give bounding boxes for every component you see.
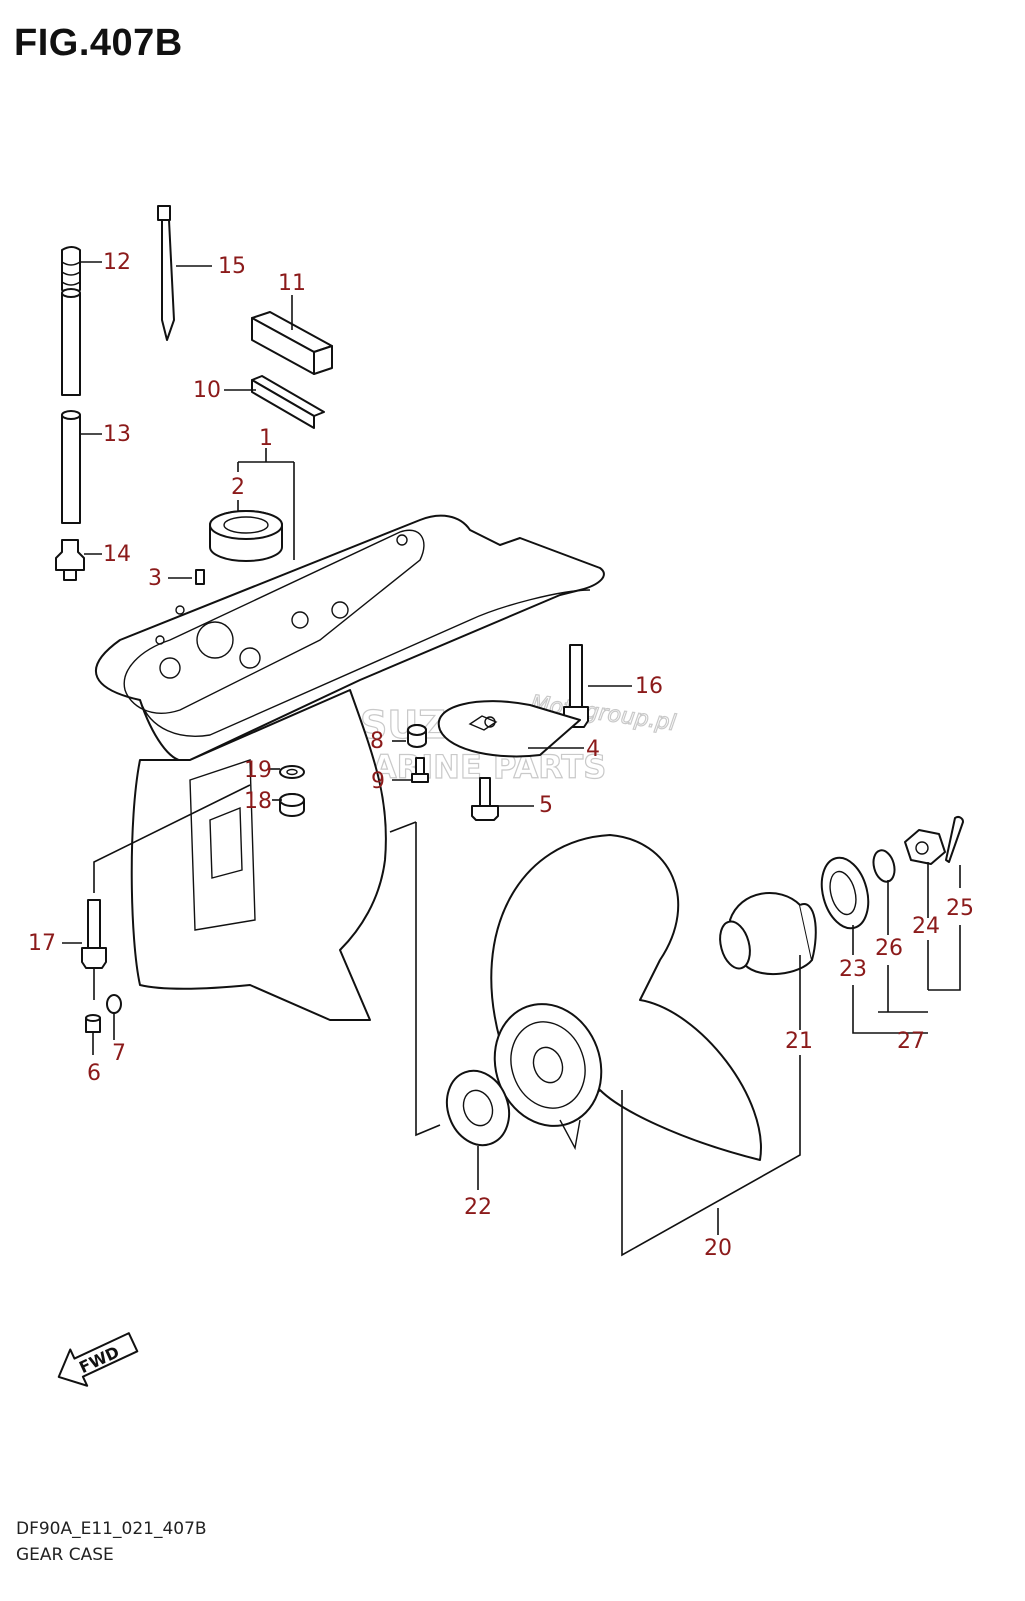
- block-part: [251, 311, 333, 375]
- cable-tie-part: [157, 205, 175, 341]
- callout-13: 13: [103, 422, 131, 447]
- callout-22: 22: [464, 1195, 492, 1220]
- stud-part: [563, 644, 589, 728]
- large-washer-part: [820, 856, 870, 930]
- callout-26: 26: [875, 936, 903, 961]
- callout-25: 25: [946, 896, 974, 921]
- cotter-pin-part: [945, 816, 964, 863]
- callout-19: 19: [244, 758, 272, 783]
- gear-case-body: [94, 514, 605, 1021]
- figure-name: GEAR CASE: [16, 1545, 114, 1565]
- pin-part: [195, 569, 205, 585]
- spring-part: [61, 246, 81, 294]
- gasket-part: [106, 994, 122, 1014]
- page-title: FIG.407B: [14, 22, 183, 64]
- callout-4: 4: [586, 737, 600, 762]
- callout-27: 27: [897, 1029, 925, 1054]
- fitting-part: [55, 539, 85, 581]
- figure-code: DF90A_E11_021_407B: [16, 1519, 207, 1539]
- callout-6: 6: [87, 1061, 101, 1086]
- callout-11: 11: [278, 271, 306, 296]
- callout-18: 18: [244, 789, 272, 814]
- callout-15: 15: [218, 254, 246, 279]
- callout-21: 21: [785, 1029, 813, 1054]
- watermark-line3: MARINE PARTS: [340, 748, 606, 786]
- leader-lines: [62, 261, 961, 1257]
- callout-5: 5: [539, 793, 553, 818]
- long-bolt-part: [81, 899, 107, 969]
- callout-12: 12: [103, 250, 131, 275]
- callout-23: 23: [839, 957, 867, 982]
- callout-7: 7: [112, 1041, 126, 1066]
- forward-direction-arrow: FWD: [57, 1332, 139, 1387]
- washer-part: [279, 765, 305, 779]
- callout-16: 16: [635, 674, 663, 699]
- callout-2: 2: [231, 475, 245, 500]
- callout-10: 10: [193, 378, 221, 403]
- trim-tab-part: [437, 700, 581, 758]
- propeller-part: [490, 834, 762, 1161]
- callout-1: 1: [259, 426, 273, 451]
- bearing-part: [209, 510, 283, 562]
- callout-labels: 1 2 3 4 5 6 7 8 9 10 11 12 13 14 15 16 1…: [28, 250, 974, 1261]
- callout-3: 3: [148, 566, 162, 591]
- callout-20: 20: [704, 1236, 732, 1261]
- callout-9: 9: [371, 769, 385, 794]
- grommet-part: [407, 724, 427, 748]
- callout-14: 14: [103, 542, 131, 567]
- spacer-part: [719, 892, 817, 976]
- washer-small-part: [872, 849, 896, 883]
- thrust-washer-part: [445, 1069, 511, 1147]
- castle-nut-part: [904, 829, 946, 865]
- nut-part: [279, 793, 305, 817]
- callout-17: 17: [28, 931, 56, 956]
- callout-8: 8: [370, 729, 384, 754]
- drain-plug-part: [85, 1014, 101, 1033]
- hose-part: [61, 288, 81, 524]
- callout-24: 24: [912, 914, 940, 939]
- shim-part: [251, 375, 325, 429]
